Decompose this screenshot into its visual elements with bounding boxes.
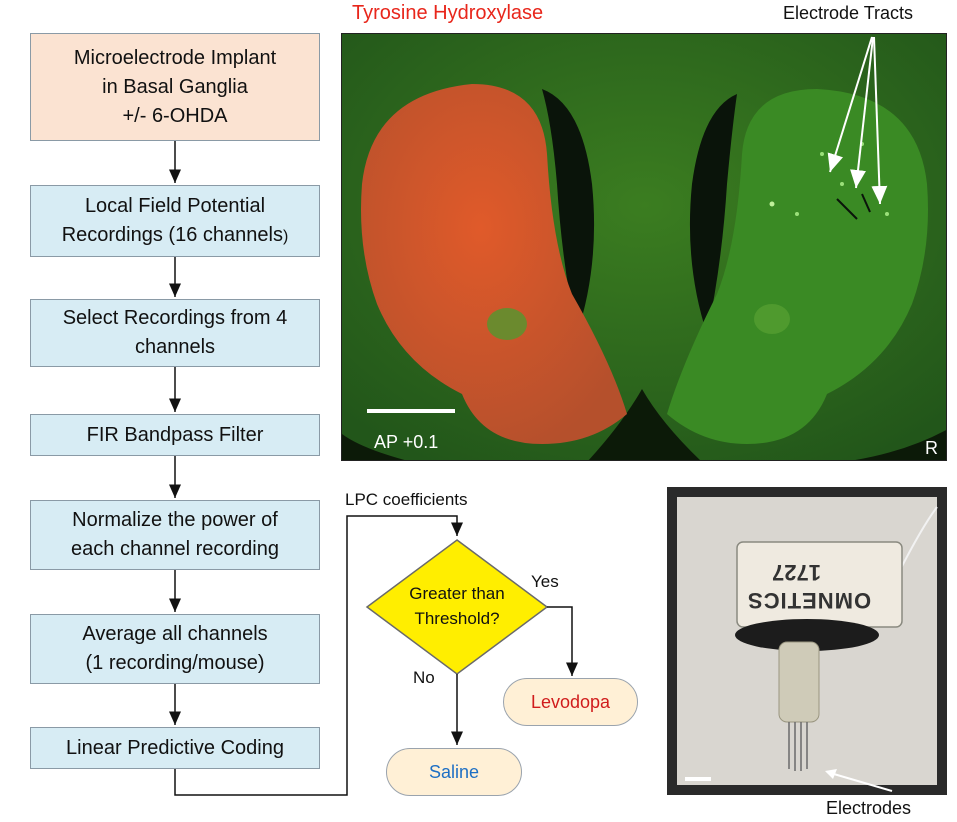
brain-micrograph: AP +0.1 R bbox=[341, 33, 947, 461]
step-lfp-line1: Local Field Potential bbox=[84, 195, 266, 217]
lpc-coefficients-label: LPC coefficients bbox=[345, 490, 468, 509]
yes-label: Yes bbox=[531, 572, 559, 591]
arrow-yes bbox=[547, 606, 578, 676]
tract-arrow-3 bbox=[871, 36, 888, 205]
electrode-illustration bbox=[677, 497, 938, 792]
electrode-tracts-label: Electrode Tracts bbox=[783, 3, 914, 23]
step-average-channels: Average all channels (1 recording/mouse) bbox=[30, 614, 320, 684]
arrow-lpc bbox=[174, 515, 463, 796]
tract-arrow-2 bbox=[850, 36, 874, 189]
step-linear-predictive-coding: Linear Predictive Coding bbox=[30, 727, 320, 769]
outcome-levodopa: Levodopa bbox=[503, 678, 638, 726]
connector-number: 1727 bbox=[772, 560, 821, 585]
step-implant: Microelectrode Implant in Basal Ganglia … bbox=[30, 33, 320, 141]
ap-coordinate-label: AP +0.1 bbox=[374, 432, 439, 452]
step-lfp-line2: Recordings (16 channels) bbox=[61, 224, 289, 246]
decision-text: Greater than Threshold? bbox=[409, 584, 505, 628]
side-label: R bbox=[925, 438, 938, 458]
step-normalize-power: Normalize the power of each channel reco… bbox=[30, 500, 320, 570]
outcome-saline: Saline bbox=[386, 748, 522, 796]
no-label: No bbox=[413, 668, 435, 687]
step-fir-filter: FIR Bandpass Filter bbox=[30, 414, 320, 456]
step-select-recordings: Select Recordings from 4 channels bbox=[30, 299, 320, 367]
brain-section-illustration bbox=[342, 34, 946, 460]
electrode-photo: 1727 OMNETICS bbox=[667, 487, 947, 795]
tract-arrow-1 bbox=[827, 36, 873, 173]
connector-brand: OMNETICS bbox=[747, 588, 872, 613]
stain-label: Tyrosine Hydroxylase bbox=[352, 2, 544, 24]
electrodes-label: Electrodes bbox=[826, 798, 912, 818]
step-lfp-recordings: Local Field Potential Recordings (16 cha… bbox=[30, 185, 320, 257]
